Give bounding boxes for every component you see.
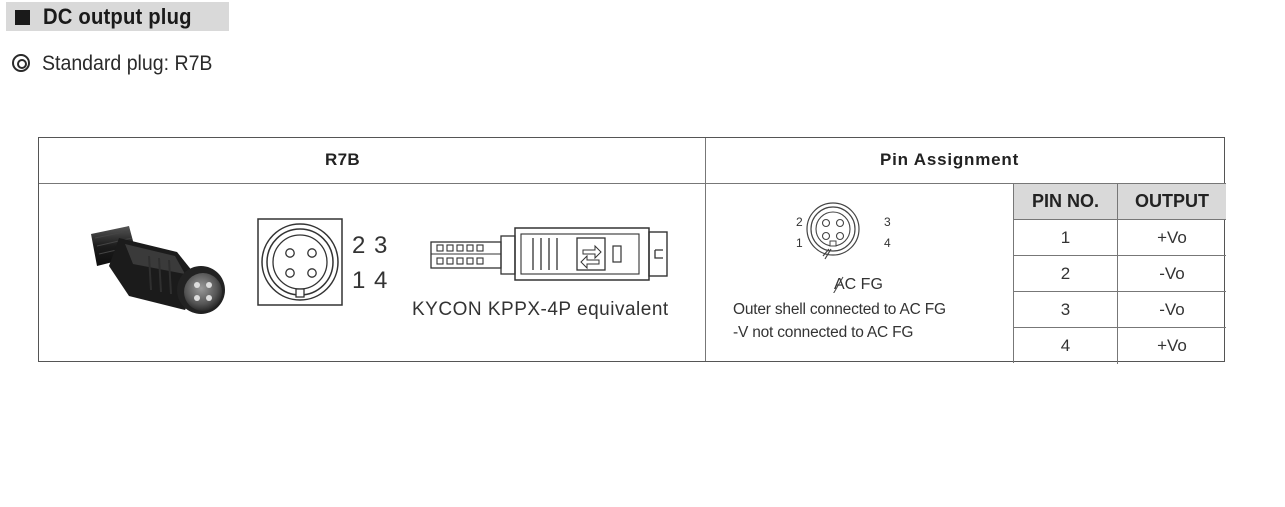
plug-spec-table: R7B Pin Assignment 2 3 1 4 (38, 137, 1226, 364)
output-cell: +Vo (1157, 336, 1187, 355)
output-cell: -Vo (1159, 264, 1185, 283)
section-header: DC output plug (6, 2, 229, 31)
output-cell: +Vo (1157, 228, 1187, 247)
table-row: 4 +Vo (1014, 328, 1226, 364)
col-header-r7b: R7B (325, 150, 360, 169)
pin-label-4: 4 (884, 236, 891, 250)
table-divider (705, 138, 706, 361)
col-header-pin-assignment: Pin Assignment (880, 150, 1020, 169)
table-row: 2 -Vo (1014, 256, 1226, 292)
plug-photo (91, 226, 225, 314)
pin-no-cell: 4 (1014, 328, 1118, 364)
pin-label-1: 1 (796, 236, 803, 250)
output-cell: -Vo (1159, 300, 1185, 319)
pin-labels-top: 2 3 (352, 232, 389, 259)
pin-no-cell: 2 (1014, 256, 1118, 291)
table-header-row: PIN NO. OUTPUT (1014, 184, 1226, 220)
pin-output-table: PIN NO. OUTPUT 1 +Vo 2 -Vo 3 -Vo 4 +Vo (1013, 183, 1226, 364)
table-row: 3 -Vo (1014, 292, 1226, 328)
pin-label-2: 2 (796, 215, 803, 229)
header-output: OUTPUT (1135, 191, 1209, 211)
connector-side-view (430, 227, 668, 281)
table-divider (39, 183, 1013, 184)
pin-assignment-diagram (806, 202, 860, 293)
connector-front-view (257, 218, 343, 306)
note-negative-v: -V not connected to AC FG (733, 324, 914, 341)
section-title: DC output plug (43, 4, 192, 29)
note-outer-shell: Outer shell connected to AC FG (733, 301, 946, 318)
ac-fg-label: AC FG (834, 276, 883, 293)
pin-label-3: 3 (884, 215, 891, 229)
double-circle-bullet-icon (12, 54, 30, 72)
standard-plug-line: Standard plug: R7B (12, 52, 225, 76)
pin-no-cell: 3 (1014, 292, 1118, 327)
table-row: 1 +Vo (1014, 220, 1226, 256)
pin-no-cell: 1 (1014, 220, 1118, 255)
pin-labels-bottom: 1 4 (352, 267, 389, 294)
standard-plug-text: Standard plug: R7B (42, 52, 213, 75)
square-bullet-icon (15, 10, 30, 25)
equivalent-part-label: KYCON KPPX-4P equivalent (412, 299, 669, 320)
header-pin-no: PIN NO. (1014, 184, 1118, 219)
